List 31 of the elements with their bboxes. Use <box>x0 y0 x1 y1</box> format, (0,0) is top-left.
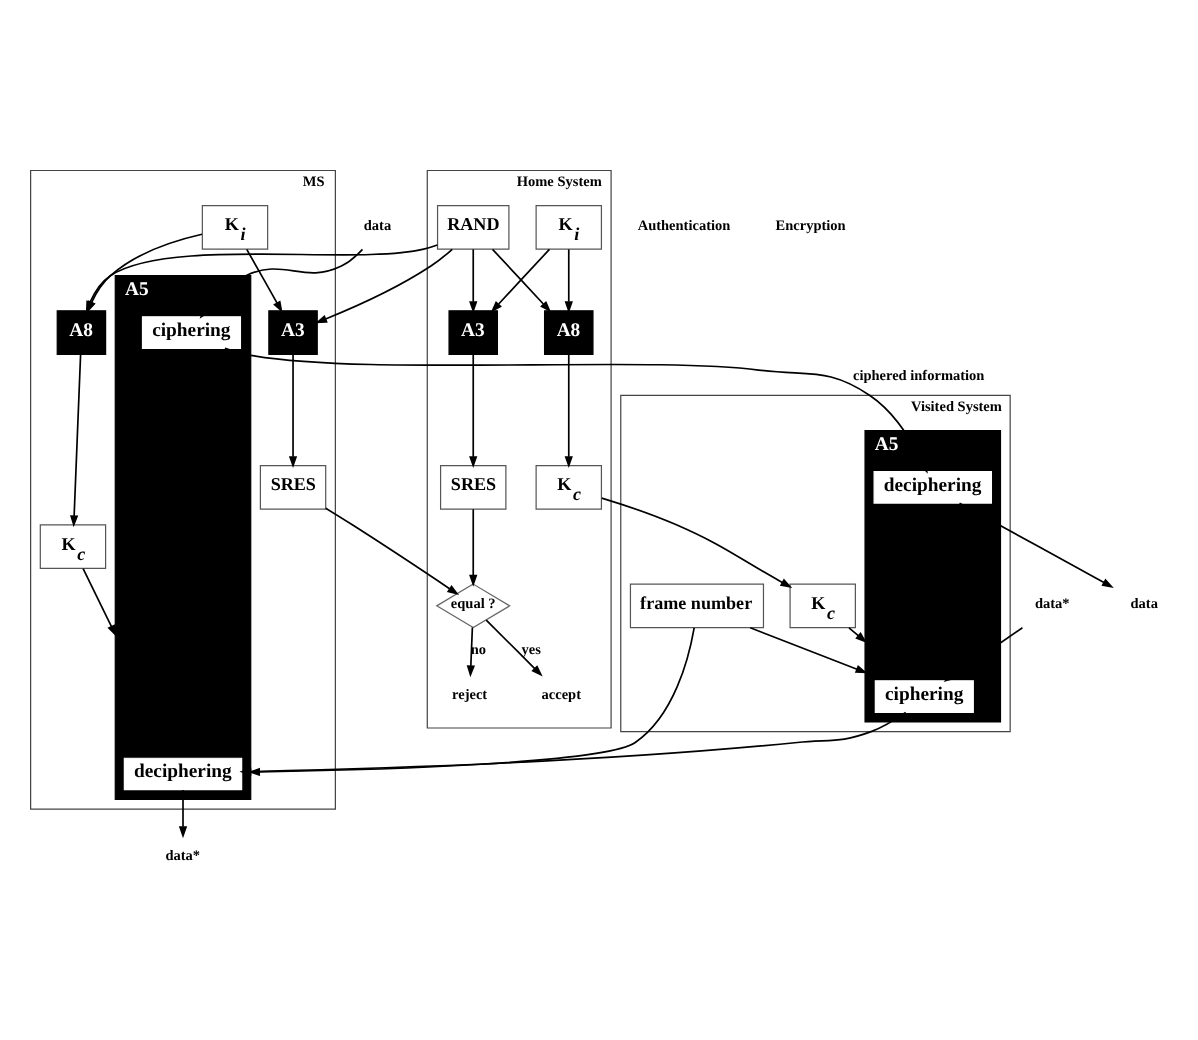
node-box: A8 <box>543 310 594 355</box>
arrow <box>848 627 867 643</box>
arrow <box>469 248 478 314</box>
node-box: deciphering <box>873 471 993 504</box>
node-box: frame number <box>629 583 765 629</box>
arrow <box>958 502 1114 588</box>
arrow <box>178 789 188 839</box>
node-box: RAND <box>436 204 510 250</box>
arrow <box>315 248 454 324</box>
arrow <box>466 626 475 678</box>
arrow <box>324 507 460 596</box>
arrow <box>485 619 543 677</box>
arrow <box>564 248 573 314</box>
arrow <box>469 508 478 587</box>
arrow <box>288 353 298 469</box>
node-box: SRES <box>439 464 507 510</box>
arrow <box>199 248 364 319</box>
node-box: ciphering <box>874 680 974 713</box>
arrow <box>82 567 117 637</box>
arrow <box>245 248 283 313</box>
arrow <box>564 353 573 469</box>
node-box: deciphering <box>123 757 243 791</box>
node-box: ciphering <box>141 316 242 349</box>
arrow <box>600 497 793 588</box>
arrow <box>749 626 868 674</box>
node-box: A8 <box>56 310 107 355</box>
arrow <box>70 353 82 528</box>
node-box: SRES <box>259 464 327 510</box>
node-box: A3 <box>448 310 499 355</box>
arrow <box>469 353 478 469</box>
node-box: A3 <box>268 310 318 355</box>
